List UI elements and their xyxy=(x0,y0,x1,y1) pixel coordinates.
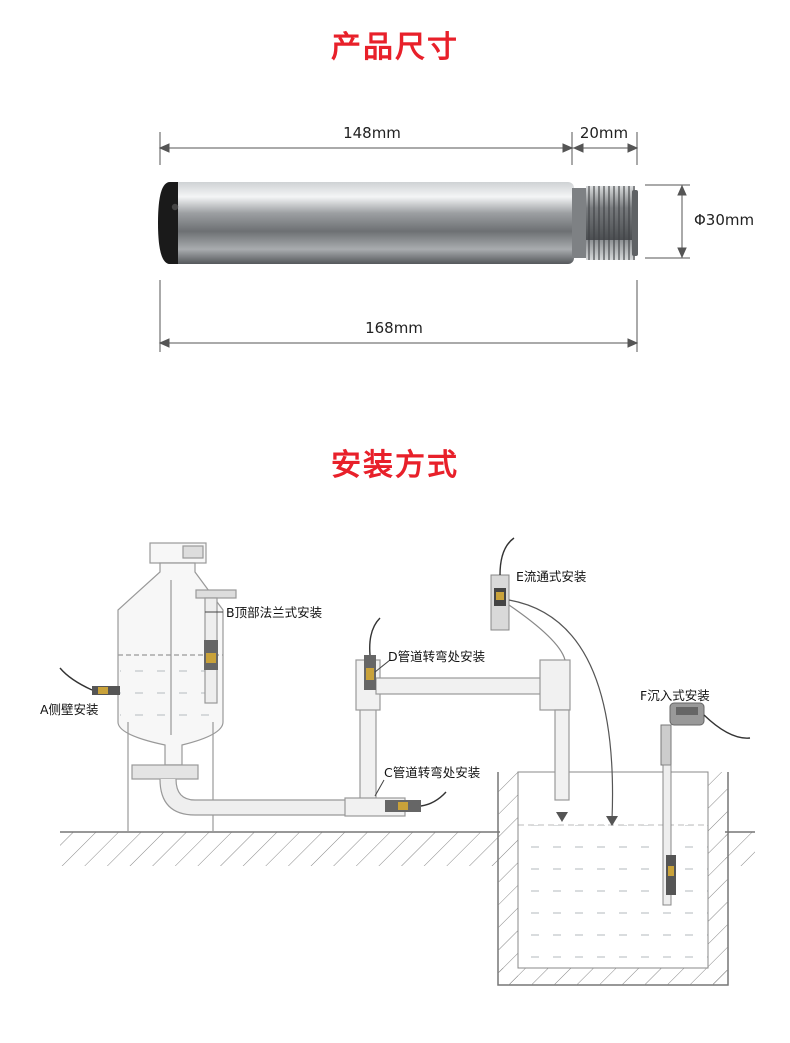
probe-f xyxy=(660,702,751,906)
dim-diameter-label: Φ30mm xyxy=(694,211,754,229)
product-size-title: 产品尺寸 xyxy=(331,30,459,65)
sensor-probe xyxy=(158,182,638,264)
water-tank xyxy=(497,771,729,986)
probe-c xyxy=(385,791,447,812)
probe-a xyxy=(59,667,120,695)
dim-168-line xyxy=(158,280,639,352)
dim-20-label: 20mm xyxy=(580,124,628,142)
probe-e xyxy=(490,537,618,826)
label-e: E流通式安装 xyxy=(516,569,586,584)
label-c: C管道转弯处安装 xyxy=(384,765,480,780)
probe-b xyxy=(204,640,218,670)
installation-title: 安装方式 xyxy=(331,448,459,483)
dim-20-line xyxy=(572,132,639,165)
dim-148-label: 148mm xyxy=(343,124,401,142)
label-d: D管道转弯处安装 xyxy=(388,649,485,664)
label-f: F沉入式安装 xyxy=(640,688,710,703)
dim-diameter-line xyxy=(645,184,690,259)
probe-d xyxy=(364,617,381,690)
process-vessel xyxy=(117,542,361,832)
pipe-network xyxy=(344,659,571,817)
label-a: A侧壁安装 xyxy=(40,702,99,717)
dim-168-label: 168mm xyxy=(365,319,423,337)
dim-148-line xyxy=(158,132,574,165)
ground xyxy=(60,831,755,866)
product-dimension-drawing: 148mm 20mm Φ30mm 168mm xyxy=(158,124,754,352)
label-leaders xyxy=(205,611,391,797)
label-b: B顶部法兰式安装 xyxy=(226,605,322,620)
